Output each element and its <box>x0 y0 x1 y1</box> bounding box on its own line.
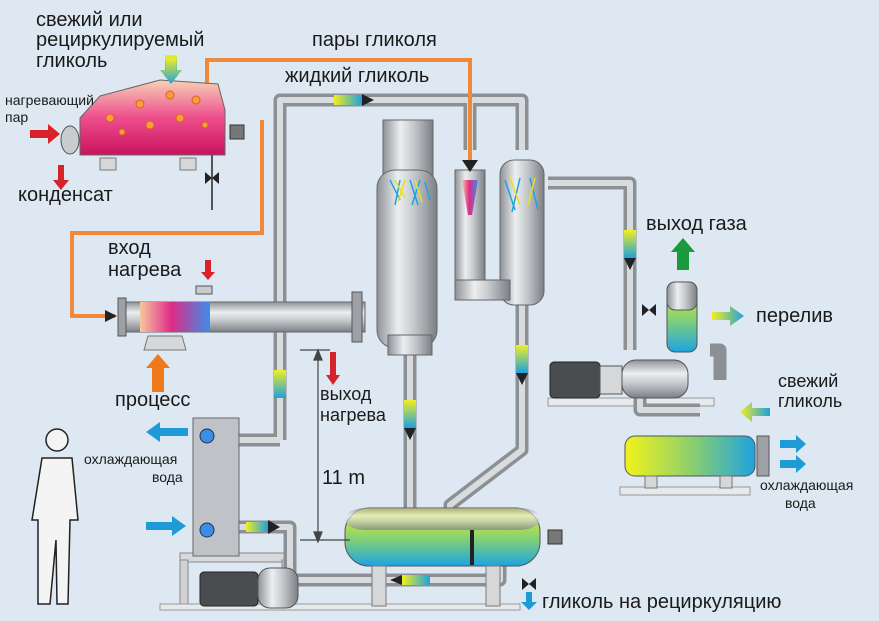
plate-heat-exchanger <box>192 417 240 557</box>
glycol-cooler <box>624 435 770 489</box>
pump-base-right <box>547 397 715 407</box>
heating-steam-label-1: нагревающий <box>5 92 94 108</box>
liquid-glycol-label: жидкий гликоль <box>285 65 430 87</box>
circulation-pump-left <box>199 567 299 609</box>
gas-outlet-label: выход газа <box>646 213 747 235</box>
person-figure <box>31 428 79 605</box>
glycol-vapors-label: пары гликоля <box>312 29 437 51</box>
gas-separator <box>642 281 698 353</box>
heat-outlet-label-1: выход <box>320 384 372 404</box>
fresh-glycol-label-1: свежий <box>778 371 839 391</box>
heat-inlet-label-2: нагрева <box>108 259 182 281</box>
heat-inlet-label-1: вход <box>108 237 151 259</box>
heating-steam-line <box>70 120 264 318</box>
fresh-glycol-label-2: гликоль <box>778 391 843 411</box>
feed-heater <box>117 285 366 351</box>
process-label: процесс <box>115 389 191 411</box>
reboiler <box>60 79 245 210</box>
reflux-condenser <box>499 159 545 306</box>
height-dimension <box>300 348 350 544</box>
flow-tags <box>165 55 636 585</box>
heating-steam-label-2: пар <box>5 109 29 125</box>
cooling-water-left-label-2: вода <box>152 469 183 485</box>
fresh-recirc-glycol-label-1: свежий или <box>36 9 143 31</box>
heat-outlet-label-2: нагрева <box>320 405 386 425</box>
vapor-separator <box>454 169 511 301</box>
glycol-vapor-line <box>205 58 472 170</box>
circulation-pump-right <box>549 359 689 399</box>
fresh-recirc-glycol-label-2: рециркулируемый <box>36 29 205 51</box>
glycol-recirculation-label: гликоль на рециркуляцию <box>542 591 782 613</box>
overflow-label: перелив <box>756 305 834 327</box>
surge-drum <box>344 507 563 607</box>
flow-arrows <box>30 58 806 610</box>
cooling-water-right-label-1: охлаждающая <box>760 477 854 493</box>
fresh-recirc-glycol-label-3: гликоль <box>36 50 108 72</box>
cooling-water-left-label-1: охлаждающая <box>84 451 178 467</box>
condensate-label: конденсат <box>18 184 113 206</box>
regenerator-column <box>376 119 438 356</box>
height-label: 11 m <box>322 467 365 489</box>
cooling-water-right-label-2: вода <box>785 495 816 511</box>
